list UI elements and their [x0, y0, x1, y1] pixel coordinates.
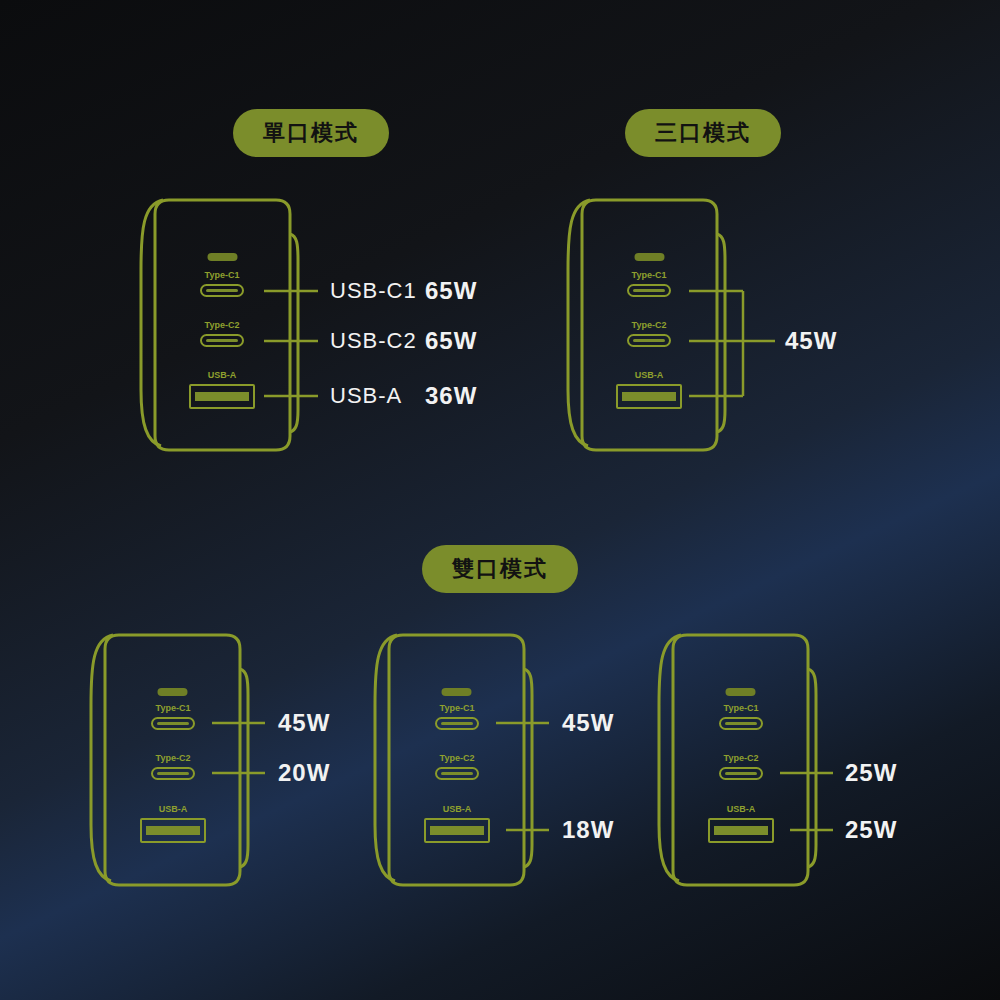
- power-rating: 45W: [785, 327, 837, 355]
- section-heading: 三口模式: [655, 120, 751, 145]
- port-label: Type-C2: [440, 753, 475, 763]
- port-label: USB-A: [443, 804, 472, 814]
- port-name: USB-A: [330, 382, 402, 410]
- charger-outline: [717, 234, 725, 432]
- charger-outline: [155, 200, 290, 450]
- port-label: USB-A: [159, 804, 188, 814]
- charger-outline: [659, 635, 681, 881]
- charger-outline: [389, 635, 524, 885]
- charger-outline: [524, 669, 532, 867]
- port-opening: [200, 334, 244, 347]
- port-opening: [616, 384, 682, 409]
- power-rating: 18W: [562, 816, 614, 844]
- indicator-light: [208, 253, 238, 261]
- usb-a-port: USB-A: [616, 370, 682, 409]
- power-rating: 45W: [278, 709, 330, 737]
- port-opening: [140, 818, 206, 843]
- port-opening: [200, 284, 244, 297]
- port-opening: [719, 717, 763, 730]
- power-rating: 45W: [562, 709, 614, 737]
- port-label: Type-C1: [205, 270, 240, 280]
- usb-a-port: USB-A: [140, 804, 206, 843]
- port-opening: [189, 384, 255, 409]
- port-opening: [708, 818, 774, 843]
- mode-badge: 雙口模式: [422, 545, 578, 593]
- type-c-port: Type-C2: [719, 753, 763, 780]
- power-rating: 25W: [845, 759, 897, 787]
- port-opening: [435, 767, 479, 780]
- mode-badge: 三口模式: [625, 109, 781, 157]
- charger-outline: [808, 669, 816, 867]
- type-c-port: Type-C1: [200, 270, 244, 297]
- port-label: Type-C1: [156, 703, 191, 713]
- charger-outline: [105, 635, 240, 885]
- port-label: Type-C1: [440, 703, 475, 713]
- port-label: USB-A: [727, 804, 756, 814]
- port-opening: [151, 717, 195, 730]
- port-label: Type-C2: [205, 320, 240, 330]
- port-name: USB-C2: [330, 327, 417, 355]
- type-c-port: Type-C2: [435, 753, 479, 780]
- power-rating: 36W: [425, 382, 477, 410]
- port-label: Type-C2: [724, 753, 759, 763]
- port-label: USB-A: [635, 370, 664, 380]
- port-opening: [627, 334, 671, 347]
- power-rating: 65W: [425, 327, 477, 355]
- charger-outline: [375, 635, 397, 881]
- port-opening: [627, 284, 671, 297]
- port-name: USB-C1: [330, 277, 417, 305]
- port-label: Type-C1: [724, 703, 759, 713]
- charger-outline: [568, 200, 590, 446]
- port-opening: [435, 717, 479, 730]
- indicator-light: [158, 688, 188, 696]
- charger-outline: [290, 234, 298, 432]
- type-c-port: Type-C1: [719, 703, 763, 730]
- type-c-port: Type-C1: [435, 703, 479, 730]
- charger-outline: [91, 635, 113, 881]
- power-rating: 65W: [425, 277, 477, 305]
- type-c-port: Type-C1: [151, 703, 195, 730]
- power-rating: 20W: [278, 759, 330, 787]
- port-label: Type-C2: [156, 753, 191, 763]
- type-c-port: Type-C1: [627, 270, 671, 297]
- port-opening: [719, 767, 763, 780]
- section-heading: 單口模式: [263, 120, 359, 145]
- port-opening: [151, 767, 195, 780]
- charger-bodies: [91, 200, 816, 885]
- type-c-port: Type-C2: [200, 320, 244, 347]
- port-label: Type-C1: [632, 270, 667, 280]
- type-c-port: Type-C2: [151, 753, 195, 780]
- mode-badge: 單口模式: [233, 109, 389, 157]
- charger-outline: [673, 635, 808, 885]
- type-c-port: Type-C2: [627, 320, 671, 347]
- indicator-light: [726, 688, 756, 696]
- charger-outline: [141, 200, 163, 446]
- port-opening: [424, 818, 490, 843]
- power-rating: 25W: [845, 816, 897, 844]
- charger-outline: [240, 669, 248, 867]
- charger-outline: [582, 200, 717, 450]
- port-label: Type-C2: [632, 320, 667, 330]
- indicator-light: [635, 253, 665, 261]
- port-label: USB-A: [208, 370, 237, 380]
- section-heading: 雙口模式: [452, 556, 548, 581]
- indicator-light: [442, 688, 472, 696]
- usb-a-port: USB-A: [708, 804, 774, 843]
- usb-a-port: USB-A: [189, 370, 255, 409]
- usb-a-port: USB-A: [424, 804, 490, 843]
